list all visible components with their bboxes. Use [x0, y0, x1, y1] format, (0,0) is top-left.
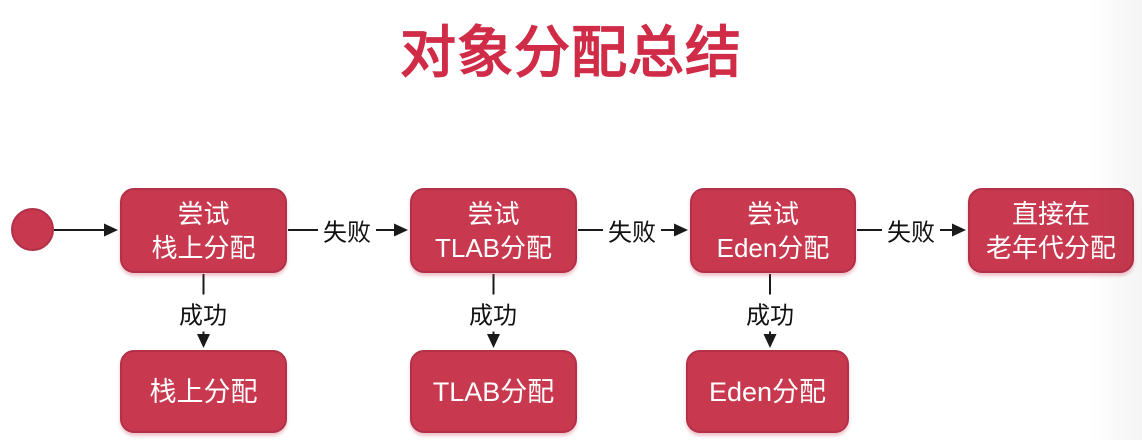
edge-label-fail-3: 失败: [882, 211, 940, 249]
edge-label-success-2: 成功: [464, 294, 522, 332]
node-stack-alloc-result: 栈上分配: [120, 350, 287, 433]
node-label: Eden分配: [708, 376, 827, 407]
edge-label-fail-1: 失败: [318, 211, 376, 249]
node-label-line2: 老年代分配: [985, 232, 1116, 263]
node-label: TLAB分配: [432, 376, 555, 407]
arrowhead-icon: [394, 223, 408, 237]
edge-label-success-3: 成功: [741, 294, 799, 332]
arrowhead-icon: [763, 334, 777, 348]
node-label-line1: 直接在: [1011, 198, 1090, 229]
arrowhead-icon: [487, 334, 500, 348]
edge-start-to-try-stack: [54, 223, 118, 237]
page-title: 对象分配总结: [400, 21, 742, 84]
edge-label-fail-2: 失败: [603, 211, 661, 249]
node-try-eden-alloc: 尝试 Eden分配: [690, 188, 856, 273]
node-label-line2: TLAB分配: [434, 232, 553, 263]
node-tlab-alloc-result: TLAB分配: [410, 350, 577, 433]
node-label-line2: Eden分配: [716, 232, 830, 263]
node-try-tlab-alloc: 尝试 TLAB分配: [410, 188, 577, 273]
node-label-line1: 尝试: [746, 198, 799, 229]
node-try-stack-alloc: 尝试 栈上分配: [120, 188, 287, 273]
node-label-line1: 尝试: [467, 198, 520, 229]
arrowhead-icon: [197, 334, 210, 348]
arrowhead-icon: [674, 223, 688, 237]
node-label-line2: 栈上分配: [151, 232, 256, 263]
node-label-line1: 尝试: [177, 198, 230, 229]
start-node: [11, 208, 54, 251]
arrowhead-icon: [104, 223, 118, 237]
node-label: 栈上分配: [149, 376, 258, 407]
edge-label-success-1: 成功: [174, 294, 232, 332]
node-eden-alloc-result: Eden分配: [686, 350, 849, 433]
arrowhead-icon: [952, 223, 966, 237]
node-old-gen-alloc: 直接在 老年代分配: [968, 188, 1134, 273]
